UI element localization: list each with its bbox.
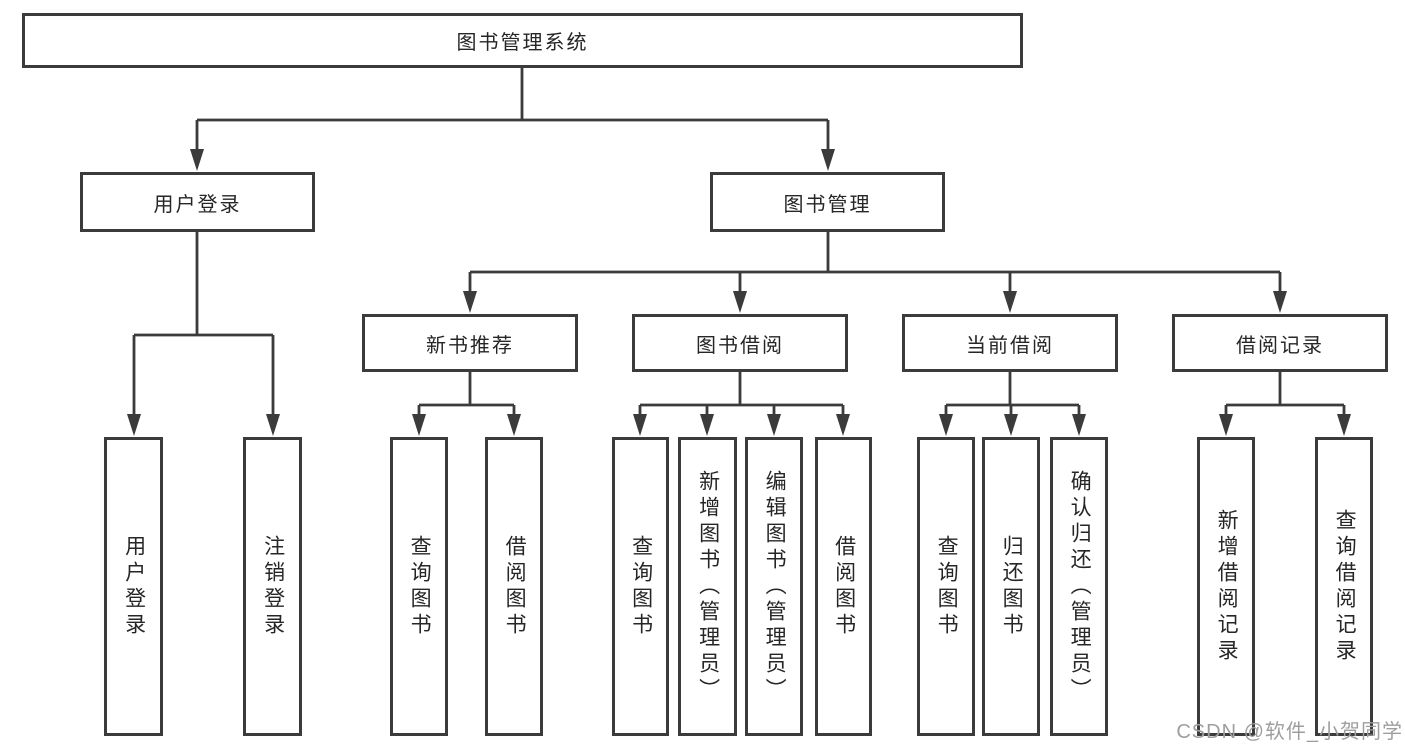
leaf-return-book: 归还图书	[982, 437, 1040, 736]
connector-current-borrow-children	[939, 370, 1086, 436]
node-label: 图书管理	[783, 193, 872, 216]
node-label: 查询借阅记录	[1333, 508, 1357, 665]
connector-borrow-records-children	[1219, 370, 1351, 436]
node-label: 当前借阅	[966, 334, 1054, 357]
node-label: 新增借阅记录	[1215, 508, 1239, 665]
node-label: 用户登录	[153, 193, 242, 216]
node-label: 图书管理系统	[456, 32, 589, 54]
leaf-borrow-books-recommend: 借阅图书	[485, 437, 543, 736]
node-borrow-records: 借阅记录	[1172, 314, 1388, 372]
leaf-confirm-return-admin: 确认归还（管理员）	[1050, 437, 1108, 736]
node-label: 借阅图书	[832, 534, 856, 639]
arrowhead-down-icon	[1337, 414, 1351, 436]
node-label: 查询图书	[408, 534, 432, 639]
arrowhead-down-icon	[463, 291, 477, 313]
leaf-borrow-books-borrow: 借阅图书	[815, 437, 872, 736]
arrowhead-down-icon	[1273, 291, 1287, 313]
node-label: 确认归还（管理员）	[1068, 469, 1092, 704]
node-book-management-system: 图书管理系统	[22, 13, 1023, 68]
node-label: 新书推荐	[426, 334, 514, 357]
csdn-watermark: CSDN @软件_小贺同学	[1176, 721, 1403, 743]
node-label: 借阅记录	[1236, 334, 1324, 357]
connector-new-book-children	[412, 370, 521, 436]
node-user-login: 用户登录	[80, 172, 315, 232]
arrowhead-down-icon	[700, 414, 714, 436]
arrowhead-down-icon	[266, 414, 280, 436]
node-label: 新增图书（管理员）	[696, 469, 720, 704]
arrowhead-down-icon	[836, 414, 850, 436]
leaf-query-books-current: 查询图书	[917, 437, 975, 736]
node-book-borrow: 图书借阅	[632, 314, 848, 372]
connector-book-mgmt-to-level3	[463, 230, 1287, 313]
arrowhead-down-icon	[190, 149, 204, 171]
leaf-add-borrow-record: 新增借阅记录	[1197, 437, 1255, 736]
node-label: 归还图书	[1000, 534, 1024, 639]
node-label: 借阅图书	[503, 534, 527, 639]
arrowhead-down-icon	[767, 414, 781, 436]
connector-book-borrow-children	[633, 370, 850, 436]
arrowhead-down-icon	[127, 414, 141, 436]
arrowhead-down-icon	[1072, 414, 1086, 436]
arrowhead-down-icon	[1003, 291, 1017, 313]
leaf-edit-book-admin: 编辑图书（管理员）	[745, 437, 803, 736]
node-book-management: 图书管理	[710, 172, 945, 232]
leaf-query-books-borrow: 查询图书	[612, 437, 669, 736]
node-label: 用户登录	[122, 534, 146, 639]
arrowhead-down-icon	[633, 414, 647, 436]
node-label: 编辑图书（管理员）	[763, 469, 787, 704]
arrowhead-down-icon	[821, 149, 835, 171]
connector-user-login-children	[127, 230, 280, 436]
leaf-logout: 注销登录	[243, 437, 302, 736]
arrowhead-down-icon	[507, 414, 521, 436]
arrowhead-down-icon	[1004, 414, 1018, 436]
leaf-query-books-recommend: 查询图书	[390, 437, 448, 736]
leaf-user-login: 用户登录	[104, 437, 163, 736]
connector-root-to-level2	[190, 67, 835, 171]
arrowhead-down-icon	[939, 414, 953, 436]
arrowhead-down-icon	[1219, 414, 1233, 436]
node-label: 注销登录	[261, 534, 285, 639]
leaf-query-borrow-record: 查询借阅记录	[1315, 437, 1373, 736]
leaf-add-book-admin: 新增图书（管理员）	[678, 437, 737, 736]
node-current-borrow: 当前借阅	[902, 314, 1118, 372]
node-new-book-recommend: 新书推荐	[362, 314, 578, 372]
arrowhead-down-icon	[733, 291, 747, 313]
arrowhead-down-icon	[412, 414, 426, 436]
node-label: 图书借阅	[696, 334, 784, 357]
node-label: 查询图书	[935, 534, 959, 639]
node-label: 查询图书	[629, 534, 653, 639]
